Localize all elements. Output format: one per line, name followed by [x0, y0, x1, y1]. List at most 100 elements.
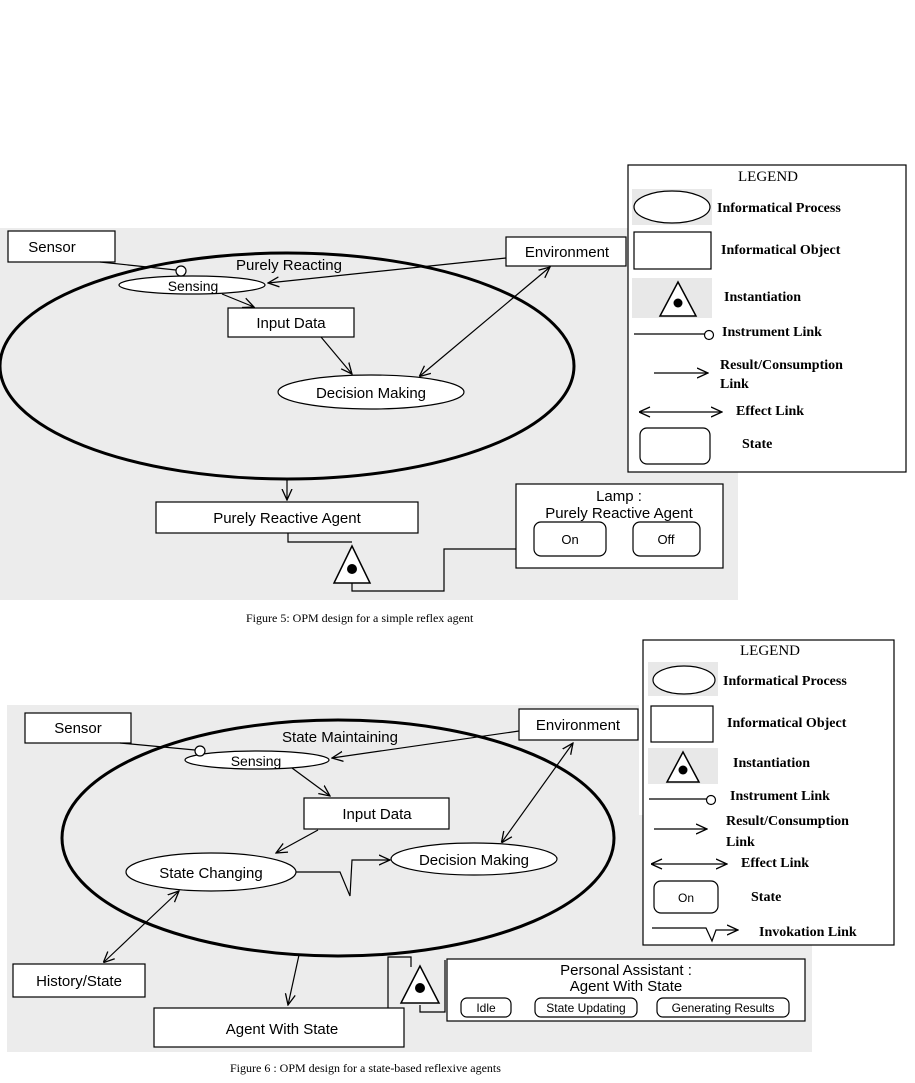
- input-data-decision-link: [320, 336, 352, 374]
- figure-5-legend: LEGEND Informatical Process Informatical…: [627, 164, 907, 473]
- sensor-sensing-instrument-link-2: [119, 742, 196, 751]
- sensor-object: [7, 230, 116, 263]
- legend-effect-label-2: Effect Link: [741, 856, 809, 871]
- instance-instantiation-link: [351, 548, 516, 592]
- figure-6-caption: Figure 6 : OPM design for a state-based …: [230, 1061, 501, 1075]
- legend-effect-label: Effect Link: [736, 404, 804, 419]
- decision-environment-effect-link: [420, 267, 550, 376]
- environment-sensing-link-2: [332, 730, 520, 758]
- instantiation-dot-2: [415, 983, 425, 993]
- sensing-input-data-link: [221, 293, 254, 307]
- state-updating: [534, 997, 638, 1018]
- legend-instantiation-dot: [673, 298, 683, 308]
- state-idle-label: Idle: [476, 1001, 496, 1015]
- input-data-object-2: [303, 797, 450, 830]
- purely-reacting-label: Purely Reacting: [236, 257, 342, 274]
- state-generating-results-label: Generating Results: [672, 1001, 775, 1015]
- state-updating-label: State Updating: [546, 1001, 625, 1015]
- legend-result-label-line2-2: Link: [726, 835, 755, 850]
- legend-state-label: State: [742, 437, 772, 452]
- legend-invocation-label: Invokation Link: [759, 925, 857, 940]
- agent-instantiation-link-2: [387, 956, 412, 1008]
- state-on-label: On: [561, 532, 578, 547]
- state-idle: [460, 997, 512, 1018]
- input-data-state-changing-link: [276, 829, 319, 853]
- personal-assistant-title: Personal Assistant :: [560, 962, 692, 979]
- invocation-link: [296, 860, 390, 897]
- history-state-label: History/State: [36, 973, 122, 990]
- legend-state-sample-label: On: [678, 891, 694, 905]
- figure-6: State Maintaining Sensor Environment Sen…: [7, 639, 895, 1075]
- legend-state-swatch: [639, 427, 711, 465]
- legend-result-label-line1-2: Result/Consumption: [726, 814, 849, 829]
- decision-making-process-2: [390, 842, 558, 876]
- legend-instrument-label-2: Instrument Link: [730, 789, 830, 804]
- decision-environment-effect-link-2: [502, 743, 573, 842]
- sensor-sensing-instrument-link: [99, 261, 177, 271]
- legend-invocation-line: [652, 928, 738, 943]
- sensor-label: Sensor: [28, 239, 76, 256]
- input-data-label-2: Input Data: [342, 806, 412, 823]
- decision-making-process: [277, 374, 465, 410]
- agent-with-state-object: [153, 1007, 405, 1048]
- sensing-input-data-link-2: [291, 767, 330, 796]
- purely-reactive-agent-object: [155, 501, 419, 534]
- legend-title-2: LEGEND: [740, 643, 800, 659]
- legend-object-label: Informatical Object: [721, 243, 841, 258]
- legend-result-label-line1: Result/Consumption: [720, 358, 843, 373]
- legend-object-label-2: Informatical Object: [727, 716, 847, 731]
- legend-process-swatch: [633, 190, 711, 224]
- input-data-object: [227, 307, 355, 338]
- legend-state-swatch-2: [653, 880, 719, 914]
- environment-object-2: [518, 708, 639, 741]
- instance-instantiation-link-2: [419, 960, 446, 1013]
- legend-instrument-circle: [703, 329, 715, 341]
- process-agent-result-link-2: [288, 954, 300, 1005]
- figure-6-legend: LEGEND Informatical Process Informatical…: [642, 639, 895, 946]
- state-off-label: Off: [657, 532, 674, 547]
- sensing-label: Sensing: [168, 278, 219, 294]
- purely-reactive-agent-label: Purely Reactive Agent: [213, 510, 361, 527]
- state-maintaining-label: State Maintaining: [282, 729, 398, 746]
- agent-with-state-label: Agent With State: [226, 1021, 339, 1038]
- personal-assistant-type: Agent With State: [570, 978, 683, 995]
- sensing-process: [118, 275, 266, 295]
- legend-result-label-line2: Link: [720, 377, 749, 392]
- legend-process-swatch-2: [652, 665, 716, 695]
- legend-instrument-circle-2: [705, 794, 717, 806]
- legend-instrument-label: Instrument Link: [722, 325, 822, 340]
- lamp-instance-type: Purely Reactive Agent: [545, 505, 693, 522]
- legend-state-label-2: State: [751, 890, 781, 905]
- state-maintaining-process: [60, 718, 616, 958]
- legend-instantiation-label: Instantiation: [724, 290, 801, 305]
- environment-sensing-link: [268, 257, 507, 283]
- sensing-process-2: [184, 750, 330, 770]
- legend-instantiation-dot-2: [678, 765, 688, 775]
- instantiation-dot: [347, 564, 357, 574]
- decision-making-label: Decision Making: [316, 385, 426, 402]
- history-state-changing-effect-link: [104, 891, 179, 962]
- legend-title: LEGEND: [738, 169, 798, 185]
- figure-5-caption: Figure 5: OPM design for a simple reflex…: [246, 611, 474, 625]
- lamp-instance-title: Lamp :: [596, 488, 642, 505]
- figure-5: Purely Reacting Sensor Environment Sensi…: [0, 164, 907, 625]
- input-data-label: Input Data: [256, 315, 326, 332]
- agent-instantiation-link: [287, 533, 352, 543]
- sensor-label-2: Sensor: [54, 720, 102, 737]
- environment-label-2: Environment: [536, 717, 621, 734]
- sensor-object-2: [24, 712, 132, 744]
- decision-making-label-2: Decision Making: [419, 852, 529, 869]
- state-off: [632, 521, 701, 557]
- environment-label: Environment: [525, 244, 610, 261]
- state-changing-label: State Changing: [159, 865, 262, 882]
- state-on: [533, 521, 607, 557]
- legend-instantiation-label-2: Instantiation: [733, 756, 810, 771]
- sensing-label-2: Sensing: [231, 753, 282, 769]
- legend-process-label-2: Informatical Process: [723, 674, 847, 689]
- sensor-sensing-instrument-end: [175, 265, 187, 277]
- history-state-object: [12, 963, 146, 998]
- state-generating-results: [656, 997, 790, 1018]
- legend-process-label: Informatical Process: [717, 201, 841, 216]
- environment-object: [505, 236, 627, 267]
